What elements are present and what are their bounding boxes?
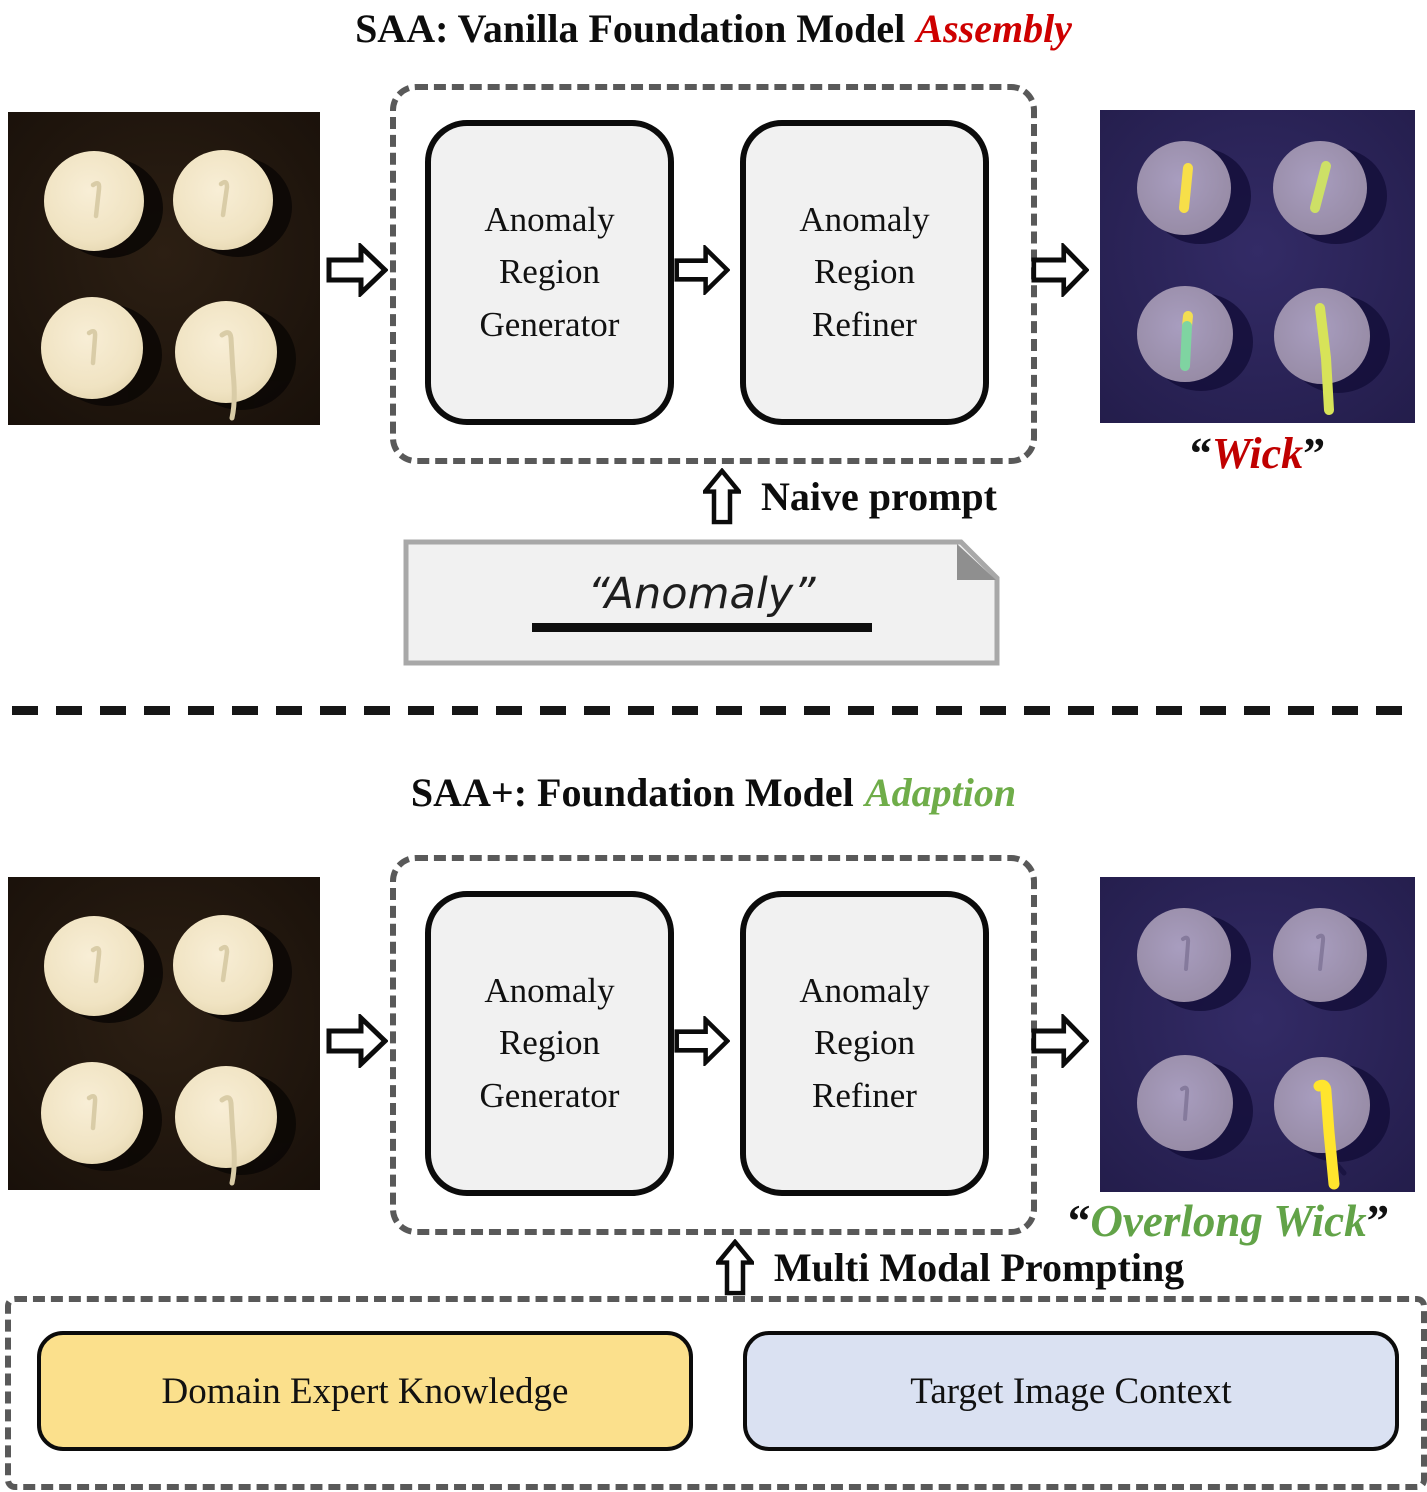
saa-plus-title-emphasis: Adaption	[864, 770, 1017, 815]
output-anomaly-map-top	[1100, 110, 1415, 423]
wick-detections	[1179, 161, 1334, 415]
arrow-up-icon	[703, 468, 742, 525]
domain-expert-knowledge-box: Domain Expert Knowledge	[37, 1331, 693, 1451]
open-quote: “	[1189, 429, 1212, 478]
naive-prompt-label: Naive prompt	[761, 473, 997, 519]
caption-word: Overlong Wick	[1090, 1196, 1367, 1246]
flow-arrow-right-icon	[326, 243, 388, 297]
close-quote: ”	[1303, 429, 1326, 478]
section-divider	[12, 706, 1416, 715]
anomaly-region-generator-box: Anomaly Region Generator	[425, 891, 674, 1196]
candle-wicks	[86, 944, 237, 1186]
naive-prompt-row: Naive prompt	[600, 468, 1100, 525]
target-image-context-box: Target Image Context	[743, 1331, 1399, 1451]
candle-wicks	[86, 179, 237, 421]
saa-title-emphasis: Assembly	[916, 6, 1072, 51]
faint-wicks	[1180, 933, 1326, 1121]
prompt-text: “Anomaly”	[587, 573, 815, 616]
prompt-word: Anomaly	[604, 569, 794, 619]
saa-plus-title-prefix: SAA+: Foundation Model	[410, 770, 854, 815]
output-anomaly-map-bottom	[1100, 877, 1415, 1192]
arrow-up-icon	[715, 1239, 754, 1296]
flow-arrow-right-icon	[1031, 243, 1089, 297]
close-quote: ”	[793, 569, 816, 619]
saa-output-caption: “Wick”	[1100, 429, 1415, 478]
input-candles-photo-bottom	[8, 877, 320, 1190]
note-card-shape	[403, 539, 1000, 666]
input-candles-photo-top	[8, 112, 320, 425]
anomaly-region-generator-box: Anomaly Region Generator	[425, 120, 674, 425]
caption-word: Wick	[1211, 429, 1304, 478]
anomaly-region-refiner-box: Anomaly Region Refiner	[740, 120, 989, 425]
text-prompt-note: “Anomaly”	[403, 539, 1000, 666]
note-content: “Anomaly”	[403, 539, 1000, 666]
multi-modal-prompt-label: Multi Modal Prompting	[773, 1244, 1185, 1290]
multi-modal-prompt-row: Multi Modal Prompting	[620, 1239, 1280, 1296]
anomaly-region-refiner-box: Anomaly Region Refiner	[740, 891, 989, 1196]
flow-arrow-right-icon	[674, 245, 730, 295]
flow-arrow-right-icon	[326, 1014, 388, 1068]
flow-arrow-right-icon	[674, 1016, 730, 1066]
saa-title-prefix: SAA: Vanilla Foundation Model	[355, 6, 906, 51]
saa-plus-output-caption: “Overlong Wick”	[1030, 1196, 1427, 1247]
multimodal-prompt-container: Domain Expert Knowledge Target Image Con…	[5, 1296, 1427, 1490]
wick-detections	[1313, 1079, 1347, 1190]
open-quote: “	[1067, 1196, 1091, 1246]
close-quote: ”	[1366, 1196, 1390, 1246]
open-quote: “	[587, 569, 605, 619]
prompt-underline	[531, 623, 872, 632]
flow-arrow-right-icon	[1031, 1014, 1089, 1068]
candles-overlay	[1137, 908, 1370, 1153]
